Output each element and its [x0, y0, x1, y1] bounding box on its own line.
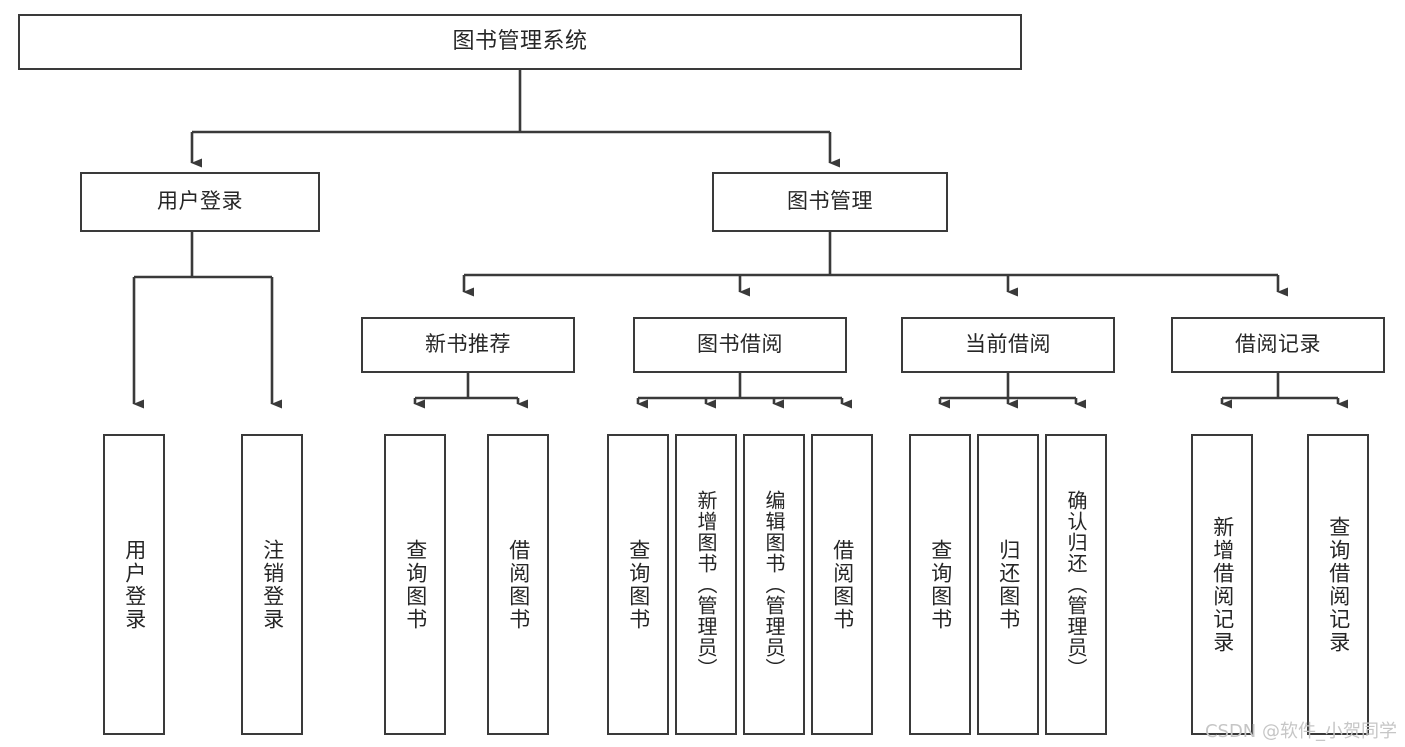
node-label: 编辑图书（管理员） [762, 490, 786, 679]
node-label: 查询图书 [928, 538, 953, 631]
node-label: 归还图书 [996, 538, 1021, 631]
node-new-book-recommend[interactable]: 新书推荐 [361, 317, 575, 373]
node-label: 借阅图书 [506, 538, 531, 631]
leaf-query-borrow-record[interactable]: 查询借阅记录 [1307, 434, 1369, 735]
leaf-query-book-2[interactable]: 查询图书 [607, 434, 669, 735]
node-label: 借阅图书 [830, 538, 855, 631]
node-root-system[interactable]: 图书管理系统 [18, 14, 1022, 70]
node-user-login[interactable]: 用户登录 [80, 172, 320, 232]
node-book-borrow[interactable]: 图书借阅 [633, 317, 847, 373]
leaf-borrow-book-1[interactable]: 借阅图书 [487, 434, 549, 735]
leaf-borrow-book-2[interactable]: 借阅图书 [811, 434, 873, 735]
node-label: 查询图书 [626, 538, 651, 631]
node-label: 当前借阅 [965, 332, 1051, 357]
leaf-query-book-3[interactable]: 查询图书 [909, 434, 971, 735]
node-label: 借阅记录 [1235, 332, 1321, 357]
leaf-edit-book-admin[interactable]: 编辑图书（管理员） [743, 434, 805, 735]
node-label: 图书管理 [787, 189, 873, 214]
node-label: 注销登录 [260, 538, 285, 631]
node-label: 查询图书 [403, 538, 428, 631]
leaf-query-book-1[interactable]: 查询图书 [384, 434, 446, 735]
node-label: 用户登录 [157, 189, 243, 214]
watermark: CSDN @软件_小贺同学 [1204, 721, 1397, 742]
node-label: 新增图书（管理员） [694, 490, 718, 679]
node-label: 新书推荐 [425, 332, 511, 357]
leaf-confirm-return-admin[interactable]: 确认归还（管理员） [1045, 434, 1107, 735]
node-current-borrow[interactable]: 当前借阅 [901, 317, 1115, 373]
leaf-user-logout[interactable]: 注销登录 [241, 434, 303, 735]
node-label: 图书管理系统 [452, 28, 588, 54]
node-label: 新增借阅记录 [1210, 515, 1235, 654]
leaf-add-borrow-record[interactable]: 新增借阅记录 [1191, 434, 1253, 735]
leaf-return-book[interactable]: 归还图书 [977, 434, 1039, 735]
node-borrow-record[interactable]: 借阅记录 [1171, 317, 1385, 373]
node-label: 查询借阅记录 [1326, 515, 1351, 654]
leaf-user-login[interactable]: 用户登录 [103, 434, 165, 735]
leaf-add-book-admin[interactable]: 新增图书（管理员） [675, 434, 737, 735]
node-label: 图书借阅 [697, 332, 783, 357]
node-label: 确认归还（管理员） [1064, 490, 1088, 679]
node-book-manage[interactable]: 图书管理 [712, 172, 948, 232]
node-label: 用户登录 [122, 538, 147, 631]
